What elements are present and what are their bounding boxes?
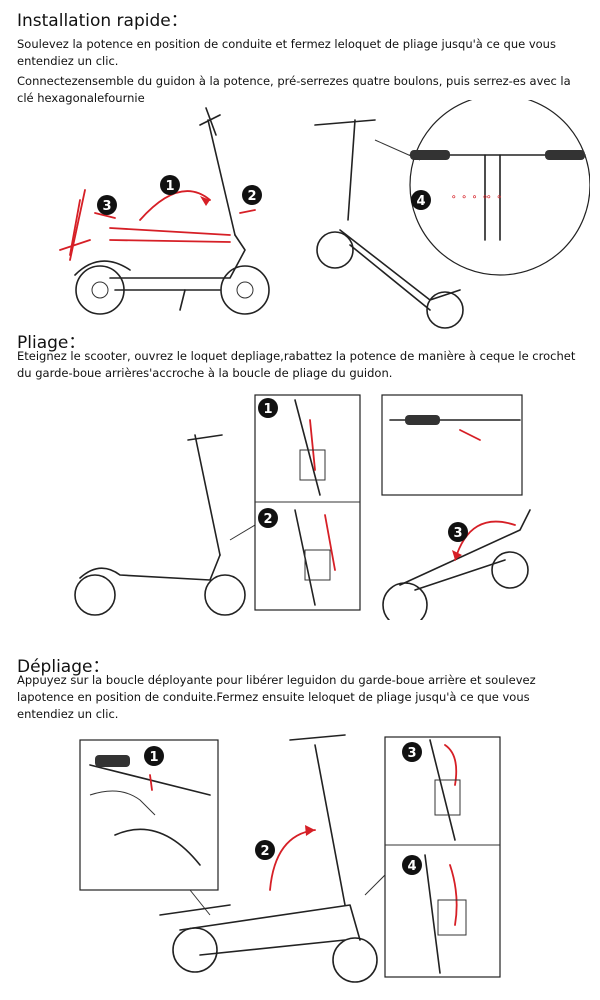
unfold-paragraph-1: Appuyez sur la boucle déployante pour li… (17, 673, 536, 721)
section-title-fold: Pliage： (17, 333, 86, 353)
scooter-illustration (314, 119, 464, 329)
folding-latch-detail (79, 739, 219, 891)
svg-text:4: 4 (416, 194, 425, 209)
folding-latch-detail (384, 736, 501, 978)
unfold-figure: 1 2 3 4 (79, 734, 501, 983)
step-badge-3: 3 (97, 195, 117, 215)
step-badge-3: 3 (448, 522, 468, 542)
svg-text:2: 2 (260, 844, 269, 859)
step-badge-2: 2 (242, 185, 262, 205)
step-badge-1: 1 (144, 746, 164, 766)
install-figure: 1 2 3 ⚬ ⚬ ⚬ ⚬ ⚬ ⚬ 4 (59, 100, 590, 329)
svg-text:1: 1 (149, 750, 158, 765)
svg-text:1: 1 (263, 402, 272, 417)
install-paragraph-2: Connectezensemble du guidon à la potence… (17, 74, 571, 105)
curved-arrow (94, 190, 256, 221)
svg-text:1: 1 (165, 179, 174, 194)
step-badge-3: 3 (402, 742, 422, 762)
handlebar-bolt-detail: ⚬ ⚬ ⚬ ⚬ ⚬ ⚬ (409, 100, 590, 276)
svg-text:⚬ ⚬ ⚬ ⚬: ⚬ ⚬ ⚬ ⚬ (450, 193, 489, 203)
folding-latch-detail (381, 394, 523, 496)
scooter-illustration (59, 107, 270, 315)
scooter-illustration (159, 734, 378, 983)
svg-text:3: 3 (453, 526, 462, 541)
fold-paragraph-1: Eteignez le scooter, ouvrez le loquet de… (17, 349, 576, 380)
scooter-illustration (382, 509, 531, 620)
svg-text:2: 2 (263, 512, 272, 527)
svg-text:⚬ ⚬: ⚬ ⚬ (485, 193, 503, 203)
svg-text:4: 4 (407, 859, 416, 874)
curved-arrow (452, 520, 516, 561)
svg-text:2: 2 (247, 189, 256, 204)
install-paragraph-1: Soulevez la potence en position de condu… (17, 37, 556, 68)
step-badge-1: 1 (160, 175, 180, 195)
fold-figure: 1 2 3 (74, 394, 531, 620)
svg-text:3: 3 (102, 199, 111, 214)
scooter-illustration (74, 434, 246, 616)
section-title-install: Installation rapide： (17, 11, 188, 31)
folding-latch-detail (254, 394, 361, 611)
step-badge-1: 1 (258, 398, 278, 418)
step-badge-2: 2 (258, 508, 278, 528)
step-badge-4: 4 (411, 190, 431, 210)
section-title-unfold: Dépliage： (17, 657, 110, 677)
step-badge-4: 4 (402, 855, 422, 875)
step-badge-2: 2 (255, 840, 275, 860)
svg-text:3: 3 (407, 746, 416, 761)
curved-arrow (269, 825, 316, 891)
